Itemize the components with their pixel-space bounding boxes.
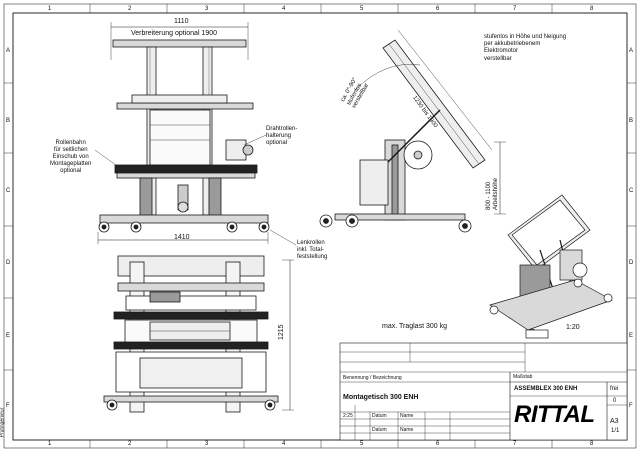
grid-col-2-bottom: 2 xyxy=(128,441,132,447)
grid-col-3-bottom: 3 xyxy=(205,441,209,447)
grid-col-6-bottom: 6 xyxy=(436,441,440,447)
front-width-optional: Verbreiterung optional 1900 xyxy=(131,30,218,37)
inner-border xyxy=(12,12,628,441)
grid-col-6: 6 xyxy=(436,6,440,12)
top-view xyxy=(103,255,294,413)
grid-row-c-right: C xyxy=(629,188,634,194)
grid-col-3: 3 xyxy=(205,6,209,12)
grid-row-f-right: F xyxy=(629,403,633,409)
grid-row-a: A xyxy=(6,48,11,54)
wire-roll-note: Drahtrollen- halterung optional xyxy=(266,126,298,146)
title-block-description-label: Benennung / Bezeichnung xyxy=(343,375,402,381)
grid-col-1: 1 xyxy=(48,6,52,12)
drawing-title: Montagetisch 300 ENH xyxy=(343,394,419,401)
grid-col-5: 5 xyxy=(360,6,364,12)
depth-dimension: 1215 xyxy=(278,324,285,340)
front-width-dimension: 1110 xyxy=(174,18,189,25)
castor-note: Lenkrollen inkl. Total- feststellung xyxy=(297,240,328,260)
grid-col-7: 7 xyxy=(513,6,517,12)
front-base-dimension: 1410 xyxy=(174,234,190,241)
grid-row-e-right: E xyxy=(629,333,634,339)
grid-ticks xyxy=(4,4,636,448)
grid-col-4-bottom: 4 xyxy=(282,441,286,447)
title-block-scale: 2:25 xyxy=(343,413,353,419)
working-height-dimension: 800 - 1100 Arbeitshöhe xyxy=(486,177,499,210)
load-capacity-note: max. Traglast 300 kg xyxy=(382,323,447,330)
grid-col-4: 4 xyxy=(282,6,286,12)
title-block-frame xyxy=(339,342,628,441)
iso-scale-label: 1:20 xyxy=(566,324,580,331)
front-view xyxy=(94,22,297,246)
roller-conveyor-note: Rollenbahn für seitlichen Einschub von M… xyxy=(50,140,92,174)
grid-row-d-right: D xyxy=(629,260,634,266)
title-block-row-date-2: Datum xyxy=(372,427,387,433)
title-block-weight-label: Maßstab xyxy=(513,374,533,380)
rittal-logo: RITTAL xyxy=(514,401,595,428)
title-block-row-name: Name xyxy=(400,413,414,419)
title-block-row-name-2: Name xyxy=(400,427,414,433)
grid-col-1-bottom: 1 xyxy=(48,441,52,447)
iso-view xyxy=(489,194,613,339)
revision-value: 0 xyxy=(613,398,617,404)
grid-col-8-bottom: 8 xyxy=(590,441,594,447)
grid-row-a-right: A xyxy=(629,48,634,54)
grid-col-2: 2 xyxy=(128,6,132,12)
grid-col-8: 8 xyxy=(590,6,594,12)
assembly-name: ASSEMBLEX 300 ENH xyxy=(514,386,578,392)
status-value: frei xyxy=(610,386,619,392)
grid-row-e: E xyxy=(6,333,11,339)
grid-col-5-bottom: 5 xyxy=(360,441,364,447)
adjustment-note: stufenlos in Höhe und Neigung per akkube… xyxy=(484,34,567,62)
side-view xyxy=(319,29,506,233)
grid-row-d: D xyxy=(6,260,11,266)
sheet-number: 1/1 xyxy=(611,428,620,434)
grid-row-b: B xyxy=(6,118,11,124)
grid-row-b-right: B xyxy=(629,118,634,124)
side-label: Prüfingenieur xyxy=(0,407,6,438)
title-block-row-date: Datum xyxy=(372,413,387,419)
grid-col-7-bottom: 7 xyxy=(513,441,517,447)
sheet-size: A3 xyxy=(610,418,619,425)
grid-row-c: C xyxy=(6,188,11,194)
grid-row-f: F xyxy=(6,403,10,409)
